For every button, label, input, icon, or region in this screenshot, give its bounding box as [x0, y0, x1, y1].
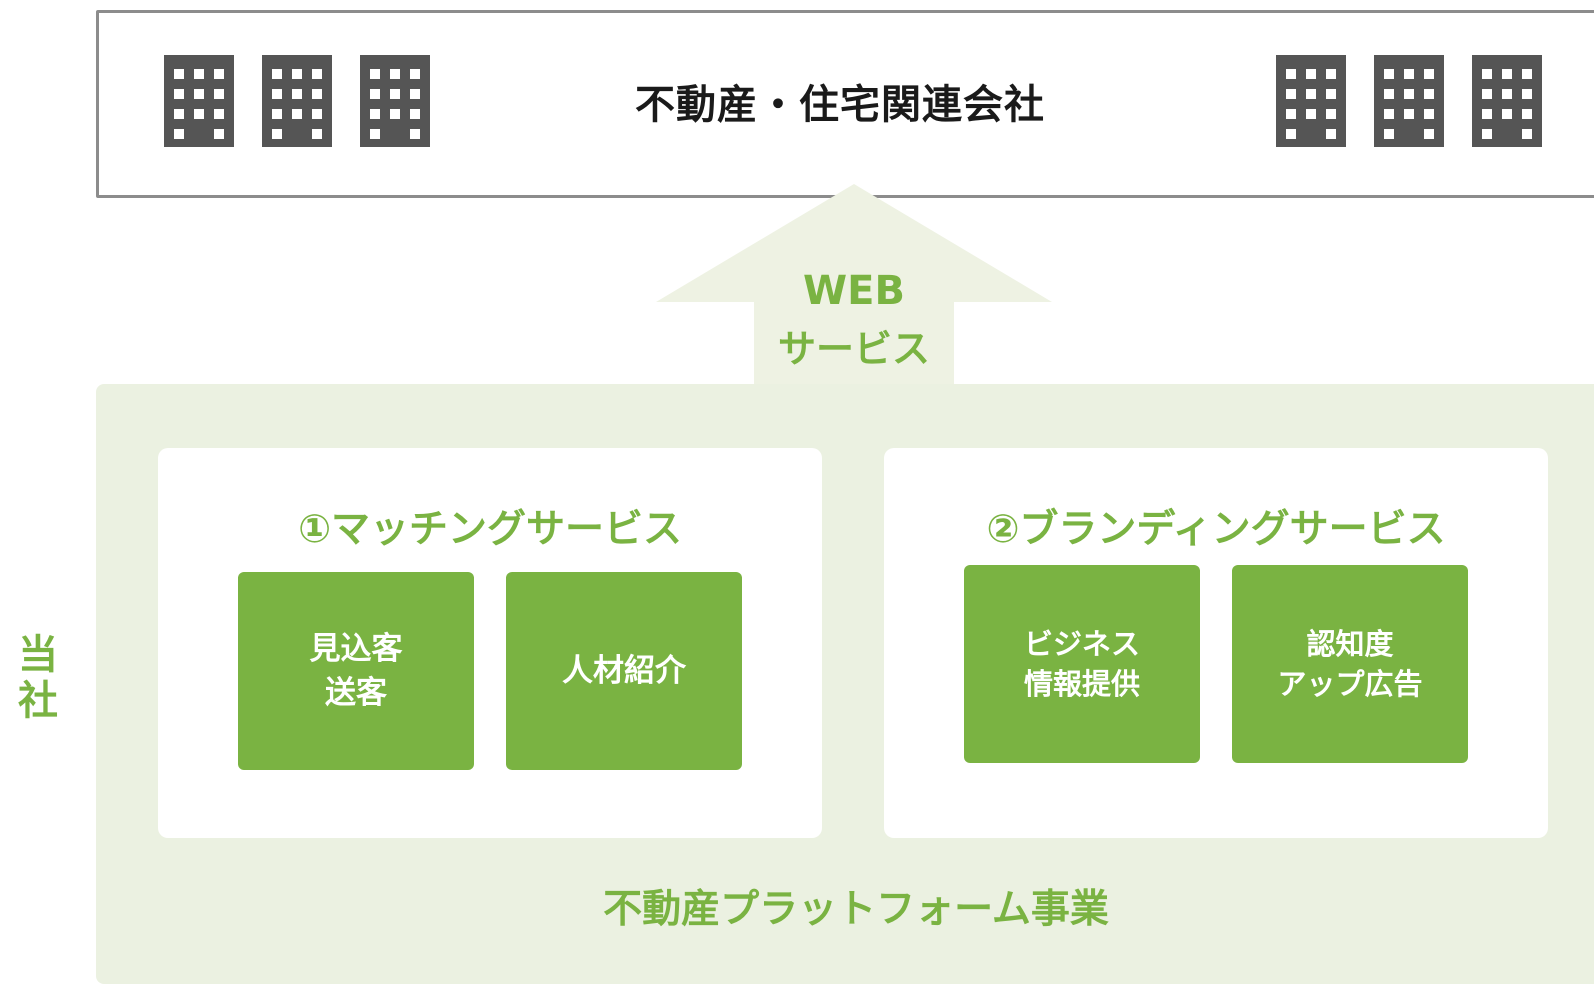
lead-referral-card: 見込客 送客	[238, 572, 474, 770]
talent-referral-card: 人材紹介	[506, 572, 742, 770]
building-icon	[1374, 55, 1444, 147]
business-info-card: ビジネス 情報提供	[964, 565, 1200, 763]
building-icon	[1472, 55, 1542, 147]
client-companies-title: 不動産・住宅関連会社	[635, 82, 1045, 128]
building-icon	[360, 55, 430, 147]
awareness-ad-card: 認知度 アップ広告	[1232, 565, 1468, 763]
building-icon	[1276, 55, 1346, 147]
company-label: 当 社	[18, 632, 58, 724]
building-icon	[164, 55, 234, 147]
up-arrow-icon	[656, 184, 1052, 384]
web-label: WEB	[803, 268, 905, 314]
building-icon	[262, 55, 332, 147]
platform-business-label: 不動産プラットフォーム事業	[603, 887, 1109, 932]
service-label: サービス	[777, 327, 930, 371]
matching-service-title: ①マッチングサービス	[297, 507, 683, 552]
branding-service-title: ②ブランディングサービス	[986, 507, 1446, 552]
